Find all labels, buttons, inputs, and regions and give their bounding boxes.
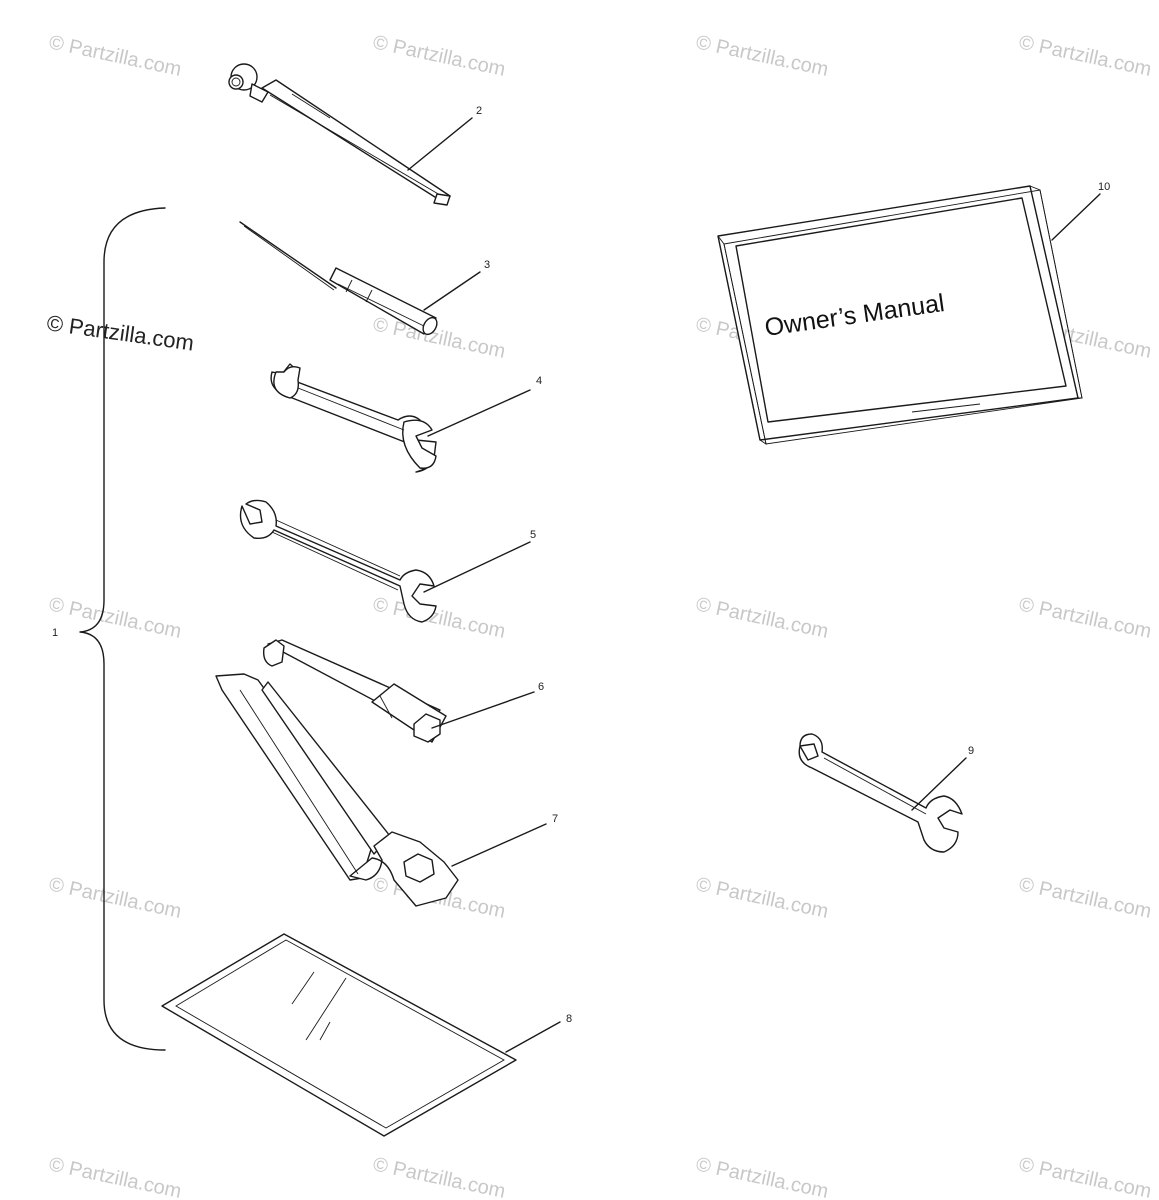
screwdriver-icon — [239, 221, 438, 336]
callout-5: 5 — [530, 529, 536, 541]
wrench-spare-icon — [798, 733, 963, 853]
leader-lines — [407, 117, 1101, 1053]
watermark: © Partzilla.com — [694, 1153, 830, 1200]
callout-9: 9 — [968, 745, 974, 757]
tool-bag-icon — [161, 933, 517, 1137]
tool-holder-icon — [215, 673, 459, 907]
leader-line — [911, 757, 967, 811]
callout-2: 2 — [476, 105, 482, 117]
watermark: © Partzilla.com — [47, 31, 183, 81]
leader-line — [431, 691, 535, 729]
owners-manual-icon: Owner’s Manual — [717, 185, 1083, 445]
watermark: © Partzilla.com — [694, 593, 830, 643]
callout-7: 7 — [552, 813, 558, 825]
watermark: © Partzilla.com — [694, 31, 830, 81]
watermark: © Partzilla.com — [371, 31, 507, 81]
watermark-main: © Partzilla.com — [45, 310, 195, 355]
leader-line — [427, 389, 531, 437]
tire-gauge-icon — [228, 63, 451, 206]
watermark: © Partzilla.com — [694, 873, 830, 923]
callout-3: 3 — [484, 259, 490, 271]
watermark: © Partzilla.com — [371, 313, 507, 363]
leader-line — [1051, 193, 1101, 241]
leader-line — [423, 271, 481, 311]
wrench-large-icon — [239, 499, 437, 623]
callout-6: 6 — [538, 681, 544, 693]
watermark: © Partzilla.com — [371, 1153, 507, 1200]
watermark: © Partzilla.com — [47, 593, 183, 643]
callout-4: 4 — [536, 375, 542, 387]
leader-line — [505, 1021, 561, 1053]
callout-10: 10 — [1098, 181, 1110, 193]
callouts: 1 2 3 4 5 6 7 8 9 10 — [52, 105, 1110, 1025]
leader-line — [451, 823, 547, 867]
leader-line — [407, 117, 473, 171]
watermark: © Partzilla.com — [1017, 31, 1153, 81]
leader-line — [423, 541, 531, 593]
watermark: © Partzilla.com — [1017, 593, 1153, 643]
wrench-small-icon — [270, 363, 437, 473]
kit-bracket — [79, 207, 166, 1051]
callout-1: 1 — [52, 627, 58, 639]
watermark: © Partzilla.com — [371, 593, 507, 643]
watermark: © Partzilla.com — [47, 1153, 183, 1200]
watermark: © Partzilla.com — [47, 873, 183, 923]
spark-plug-socket-icon — [262, 639, 447, 743]
watermark: © Partzilla.com — [1017, 873, 1153, 923]
callout-8: 8 — [566, 1013, 572, 1025]
watermark: © Partzilla.com — [1017, 1153, 1153, 1200]
